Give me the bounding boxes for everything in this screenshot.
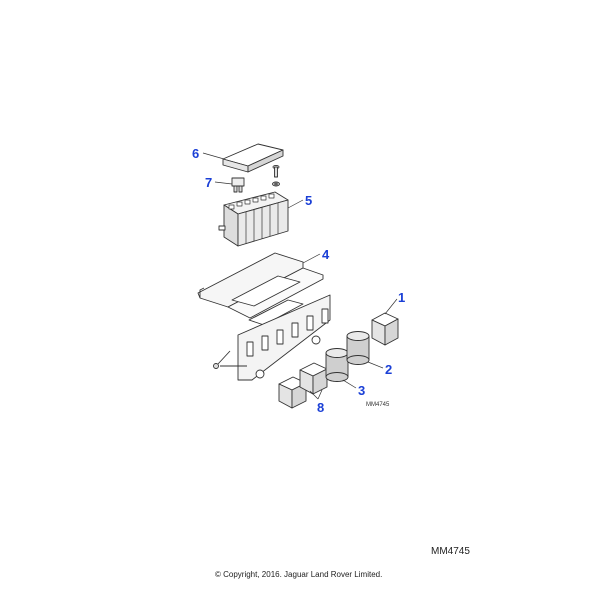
copyright-notice: © Copyright, 2016. Jaguar Land Rover Lim… [215, 570, 383, 579]
screw [272, 164, 280, 187]
fuse-box-cover [222, 143, 284, 173]
inline-ref-code: MM4745 [366, 402, 390, 408]
callout-3: 3 [358, 383, 366, 398]
callout-7: 7 [205, 175, 213, 190]
earth-screw [213, 350, 247, 369]
callout-4: 4 [322, 247, 330, 262]
relay-square-right [371, 312, 399, 346]
fuse [231, 177, 245, 193]
callout-8: 8 [317, 400, 325, 415]
callout-1: 1 [398, 290, 406, 305]
callout-2: 2 [385, 362, 393, 377]
mounting-bracket [197, 252, 331, 381]
fuse-box [218, 191, 289, 247]
callout-5: 5 [305, 193, 313, 208]
relay-cylinder-rear [346, 331, 370, 365]
callout-6: 6 [192, 146, 200, 161]
leader-lines [202, 152, 398, 400]
relay-square-pair [278, 362, 328, 409]
relay-cylinder-front [325, 348, 349, 382]
figure-ref-code: MM4745 [431, 546, 470, 557]
